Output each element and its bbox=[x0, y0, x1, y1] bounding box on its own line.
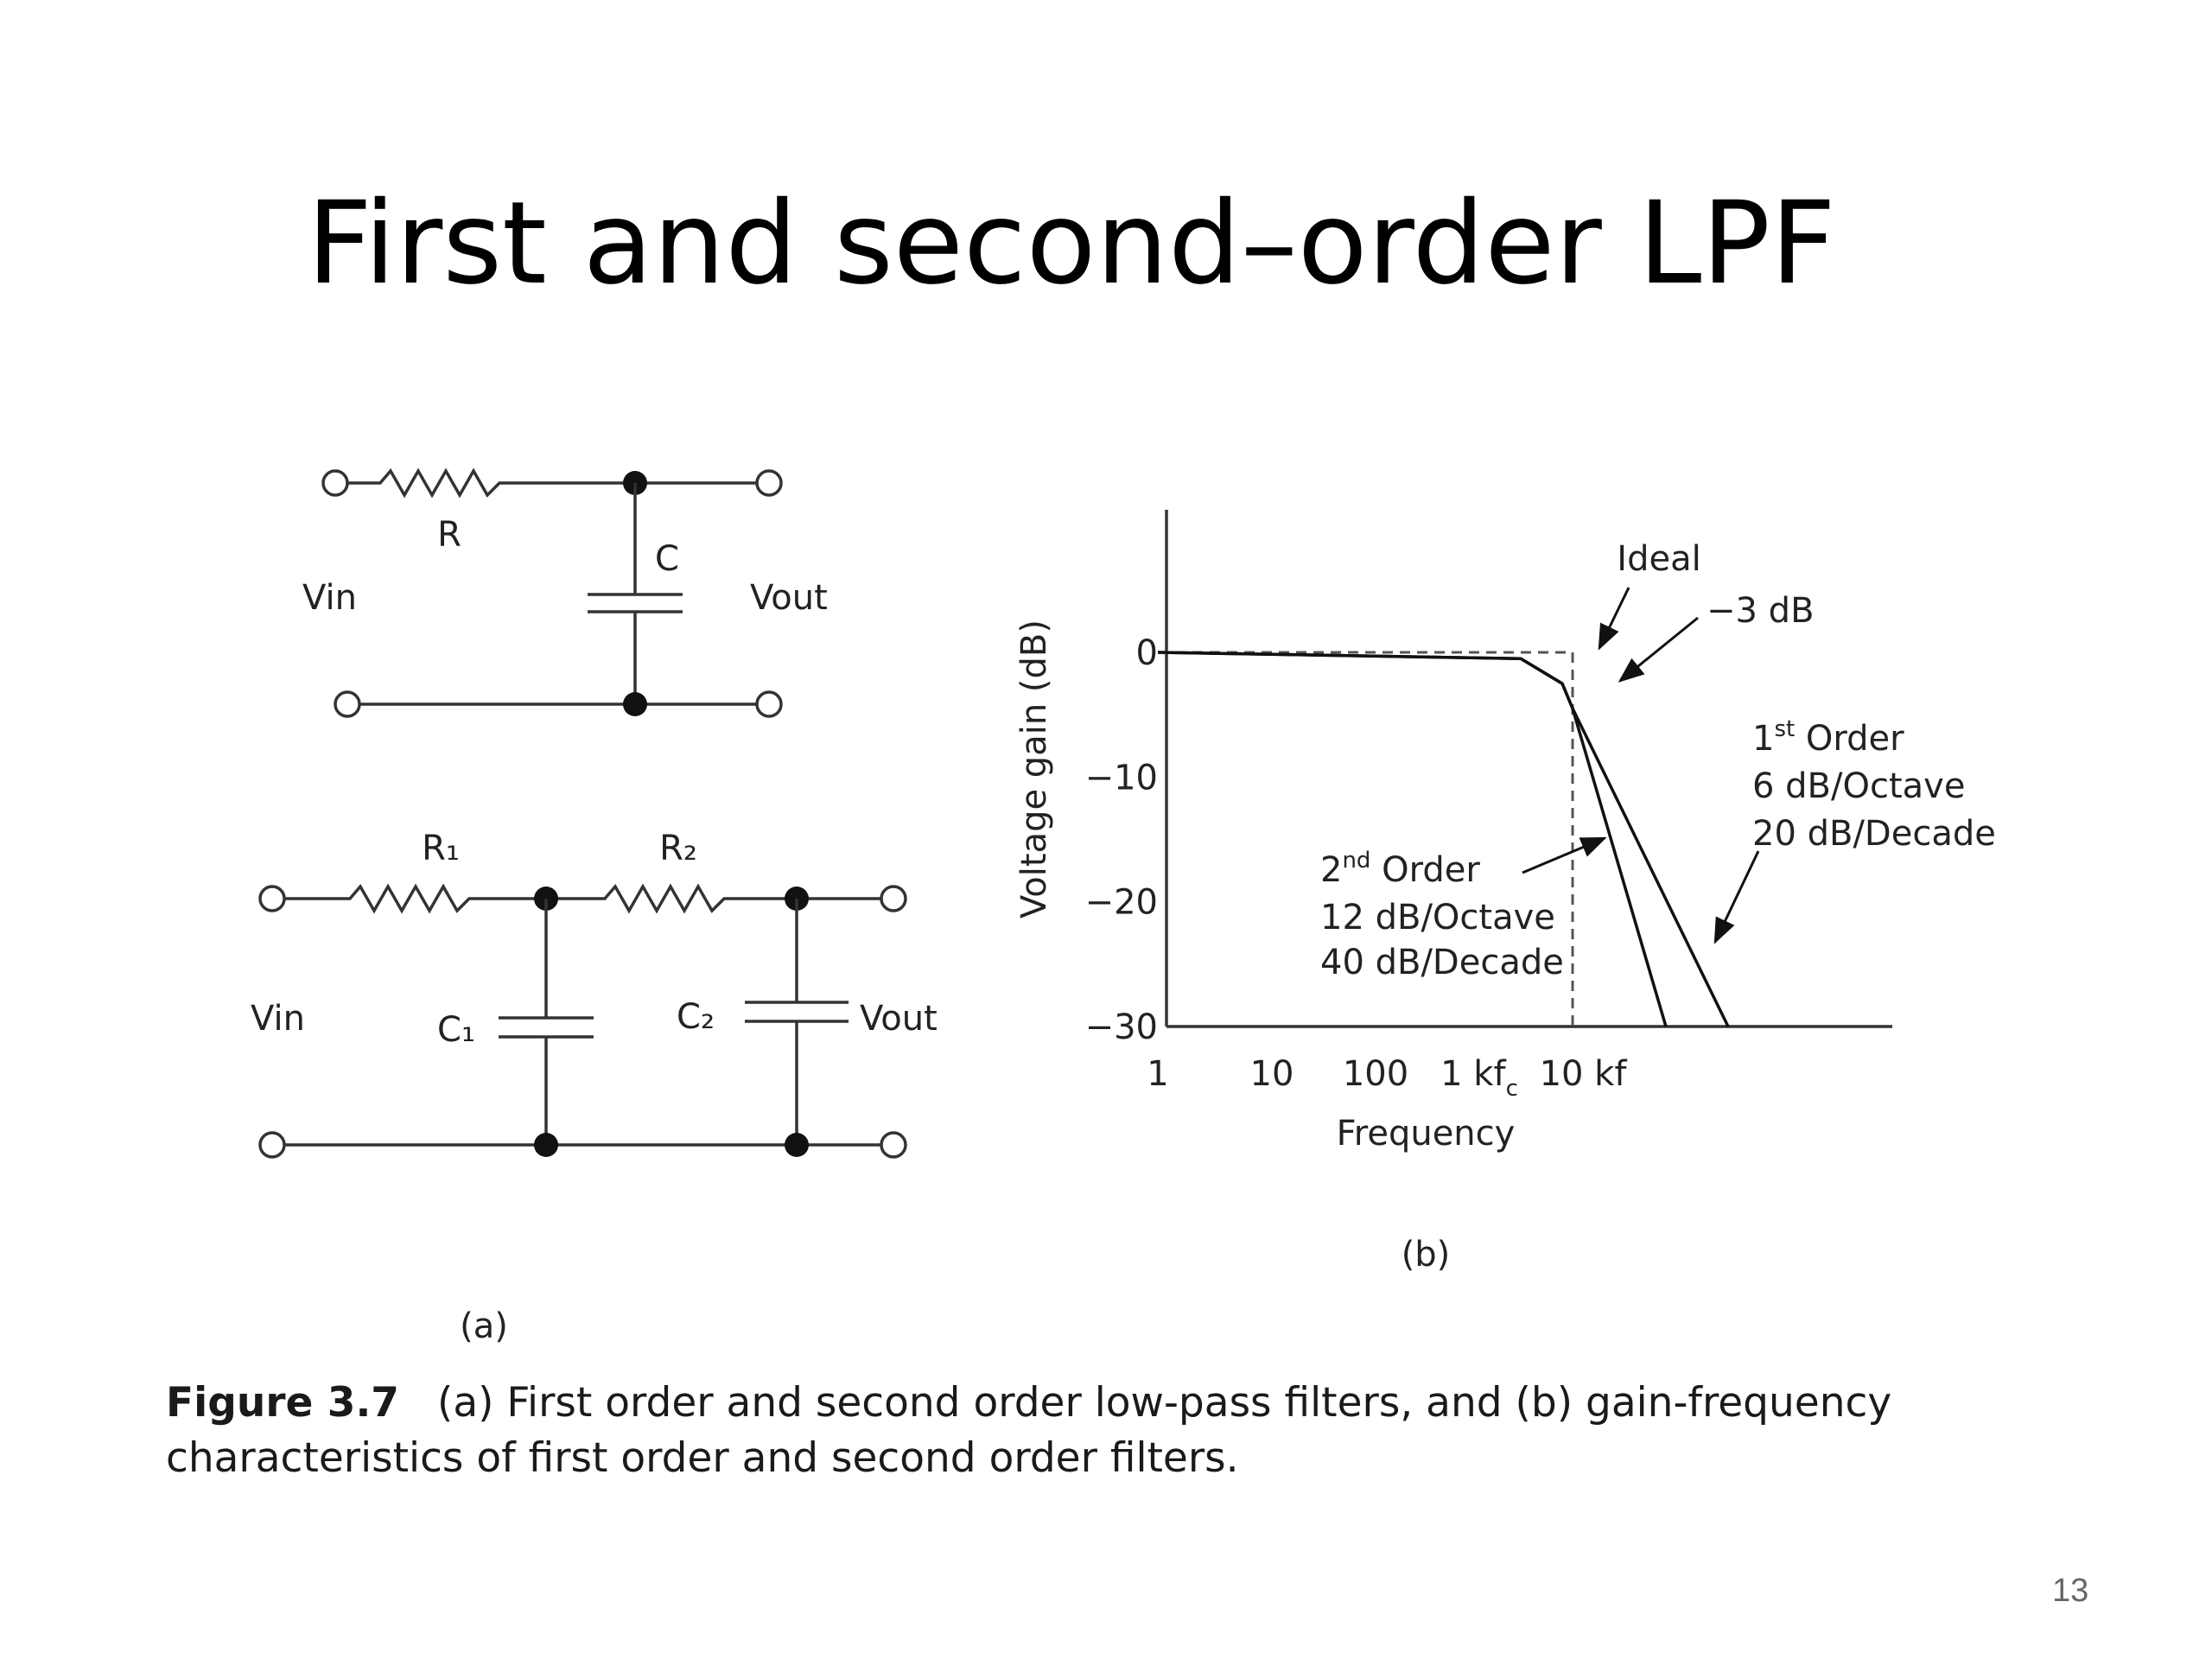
vin-label-2: Vin bbox=[251, 999, 305, 1039]
slide-title: First and second–order LPF bbox=[307, 177, 1836, 310]
ground-node bbox=[623, 692, 647, 716]
y-tick-label: −10 bbox=[1085, 758, 1158, 798]
ideal-response-line bbox=[1158, 651, 1574, 1027]
c2-label: C₂ bbox=[677, 997, 715, 1037]
capacitor-label: C bbox=[655, 539, 679, 579]
gain-frequency-chart: 0 −10 −20 −30 1 10 100 1 kfc 10 kf Voltage gain… bbox=[1014, 510, 1996, 1154]
second-order-label: 2nd Order bbox=[1320, 848, 1480, 890]
series-group bbox=[1157, 651, 1730, 1027]
first-order-octave: 6 dB/Octave bbox=[1752, 766, 1965, 806]
panel-label-a: (a) bbox=[460, 1306, 508, 1346]
first-order-response-line bbox=[1157, 651, 1730, 1027]
y-tick-label: −20 bbox=[1085, 883, 1158, 923]
second-order-octave: 12 dB/Octave bbox=[1320, 898, 1555, 938]
input-terminal-top bbox=[321, 469, 349, 497]
y-ticks: 0 −10 −20 −30 bbox=[1085, 633, 1158, 1047]
y-axis-label: Voltage gain (dB) bbox=[1014, 620, 1054, 918]
x-tick-label: 1 kfc bbox=[1440, 1054, 1518, 1102]
vin-label: Vin bbox=[302, 578, 357, 618]
input-terminal-top-2 bbox=[258, 885, 286, 912]
y-tick-label: −30 bbox=[1085, 1007, 1158, 1047]
second-order-arrow bbox=[1522, 836, 1607, 874]
r2-label: R₂ bbox=[659, 829, 697, 868]
figure-number: Figure 3.7 bbox=[166, 1379, 399, 1427]
output-terminal-bottom bbox=[755, 690, 783, 718]
minus-3db-annotation: −3 dB bbox=[1707, 591, 1815, 631]
r1-label: R₁ bbox=[422, 829, 460, 868]
output-terminal-top bbox=[755, 469, 783, 497]
ground-node-2 bbox=[785, 1133, 809, 1157]
first-order-decade: 20 dB/Decade bbox=[1752, 814, 1996, 854]
ground-node-1 bbox=[534, 1133, 558, 1157]
resistor-r2 bbox=[546, 883, 797, 914]
first-order-circuit bbox=[321, 467, 783, 718]
y-tick-label: 0 bbox=[1136, 633, 1158, 673]
input-terminal-bottom-2 bbox=[258, 1131, 286, 1159]
resistor-r bbox=[347, 467, 635, 499]
minus-3db-arrow bbox=[1618, 616, 1699, 683]
caption-text: (a) First order and second order low-pas… bbox=[166, 1379, 1892, 1482]
first-order-label: 1st Order bbox=[1752, 716, 1904, 759]
x-tick-label: 100 bbox=[1343, 1054, 1408, 1094]
x-axis-label: Frequency bbox=[1337, 1114, 1516, 1154]
x-ticks: 1 10 100 1 kfc 10 kf bbox=[1147, 1054, 1627, 1102]
x-tick-label: 10 kf bbox=[1540, 1054, 1628, 1094]
ideal-arrow bbox=[1598, 587, 1630, 651]
resistor-r1 bbox=[284, 883, 546, 914]
resistor-label: R bbox=[437, 515, 461, 555]
vout-label: Vout bbox=[750, 578, 828, 618]
x-tick-label: 1 bbox=[1147, 1054, 1168, 1094]
c1-label: C₁ bbox=[437, 1010, 475, 1050]
first-order-arrow bbox=[1713, 850, 1760, 944]
ideal-annotation: Ideal bbox=[1617, 539, 1700, 579]
panel-label-b: (b) bbox=[1402, 1235, 1451, 1274]
page-number: 13 bbox=[2052, 1573, 2089, 1609]
output-terminal-bottom-2 bbox=[880, 1131, 907, 1159]
second-order-circuit bbox=[258, 883, 907, 1159]
x-tick-label: 10 bbox=[1250, 1054, 1294, 1094]
figure-caption: Figure 3.7(a) First order and second ord… bbox=[166, 1376, 2110, 1486]
second-order-decade: 40 dB/Decade bbox=[1320, 943, 1564, 982]
input-terminal-bottom bbox=[334, 690, 361, 718]
output-terminal-top-2 bbox=[880, 885, 907, 912]
vout-label-2: Vout bbox=[860, 999, 938, 1039]
